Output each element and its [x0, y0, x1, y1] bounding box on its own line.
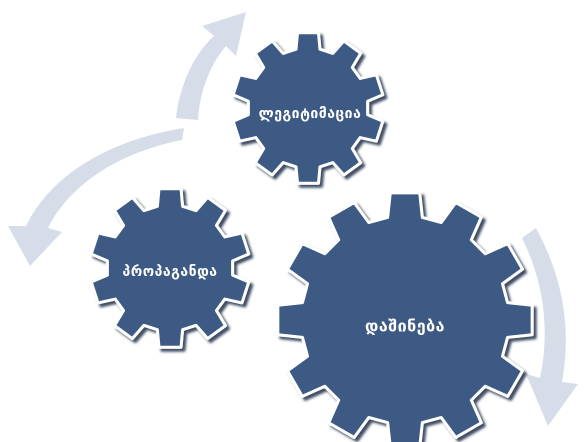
- gear-legitimacy: ლეგიტიმაცია: [231, 31, 385, 185]
- cycle-arrow-top: [176, 12, 246, 120]
- gear-right-shape: [276, 191, 534, 442]
- gear-intimidation: დაშინება: [276, 191, 534, 442]
- gear-right-label: დაშინება: [365, 317, 445, 336]
- gear-left-label: პროპაგანდა: [122, 264, 217, 280]
- gear-propaganda: პროპაგანდა: [89, 187, 251, 349]
- gear-top-shape: [231, 31, 385, 185]
- gear-top-label: ლეგიტიმაცია: [259, 106, 362, 122]
- gear-left-shape: [89, 187, 251, 349]
- cycle-arrow-right: [522, 228, 578, 426]
- cycle-arrow-left: [8, 128, 184, 266]
